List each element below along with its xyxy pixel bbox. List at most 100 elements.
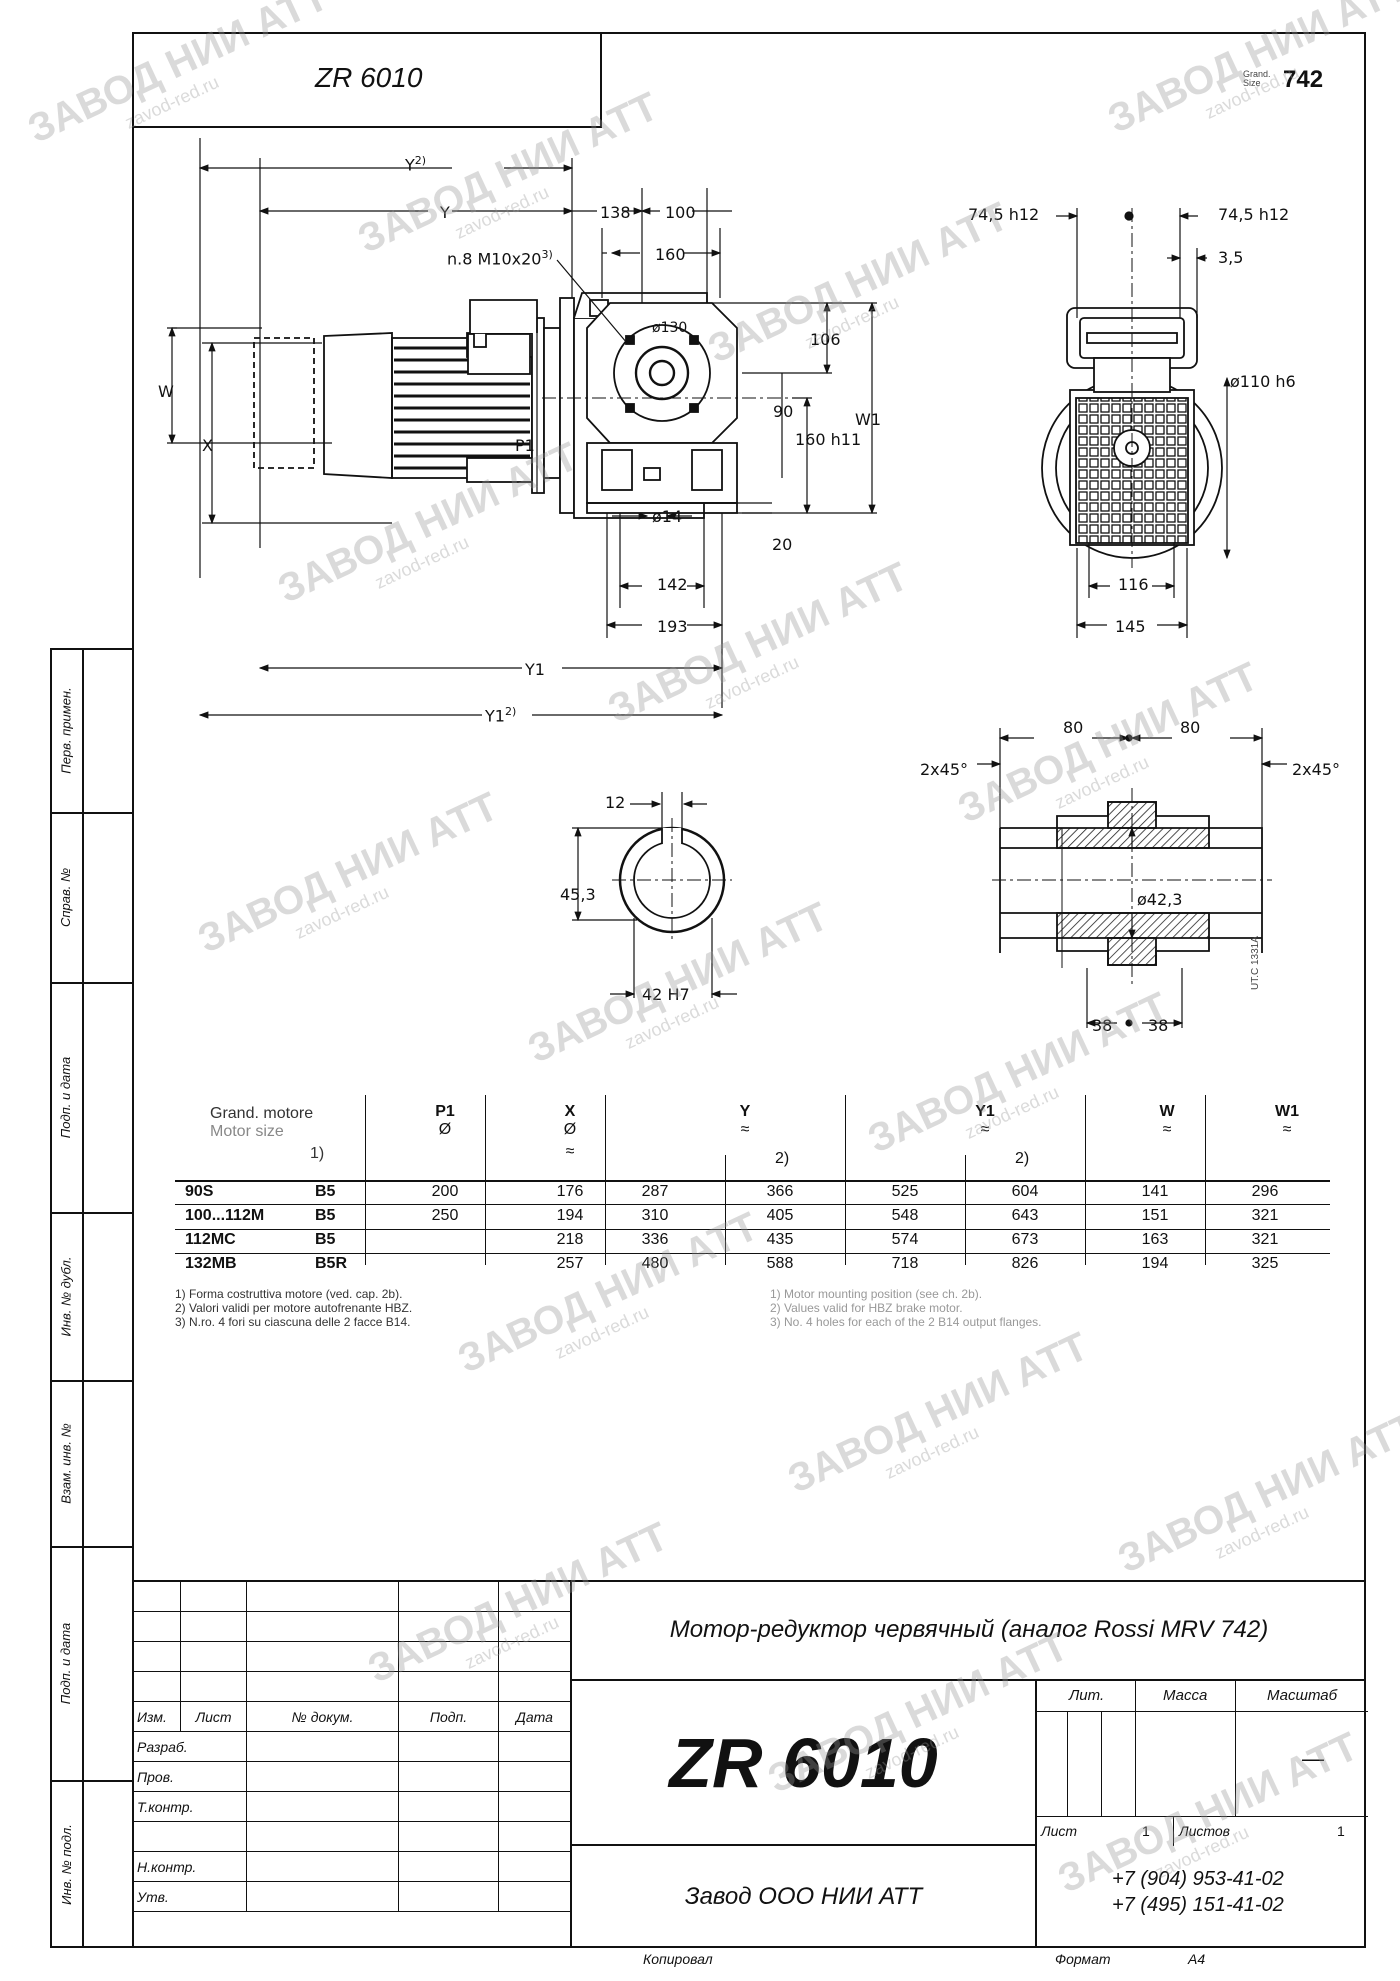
table-row: Т.контр. (132, 1791, 571, 1822)
spec-head-x: X Ø ≈ (563, 1103, 577, 1160)
front-view-dimensions (167, 138, 877, 719)
dim-745-right: 74,5 h12 (1218, 205, 1290, 224)
dim-42h7: 42 H7 (642, 985, 690, 1004)
dim-110: ø110 h6 (1230, 372, 1296, 391)
table-row: Изм. Лист № докум. Подп. Дата (132, 1701, 571, 1732)
table-row: 112MC B5 218 336 435 574 673 163 321 (185, 1231, 1279, 1248)
dim-160: 160 (655, 245, 686, 264)
side-label-inv-dubl: Инв. № дубл. (58, 1256, 74, 1336)
lit-block: Лит. Масса Масштаб — Лист 1 Листов 1 (1035, 1681, 1368, 1846)
description-cell: Мотор-редуктор червячный (аналог Rossi M… (570, 1581, 1366, 1681)
dim-y1: Y1 (525, 660, 545, 679)
side-stamp (50, 648, 134, 1948)
listov-label: Листов (1179, 1823, 1230, 1839)
dim-100: 100 (665, 203, 696, 222)
list-label: Лист (1041, 1823, 1078, 1839)
masshtab-label: Масштаб (1267, 1687, 1338, 1704)
header-code: ZR 6010 (315, 62, 423, 93)
dim-20: 20 (772, 535, 793, 554)
table-row (132, 1581, 571, 1612)
table-row: 132MB B5R 257 480 588 718 826 194 325 (185, 1255, 1279, 1272)
side-view-dimensions (1056, 208, 1231, 638)
dim-38-left: 38 (1092, 1016, 1113, 1035)
table-row: Разраб. (132, 1731, 571, 1762)
company-cell: Завод ООО НИИ АТТ (570, 1846, 1035, 1948)
table-row: Пров. (132, 1761, 571, 1792)
dim-w1: W1 (855, 410, 881, 429)
side-label-sprav: Справ. № (58, 867, 74, 927)
spec-head-y: Y ≈ (739, 1103, 751, 1138)
spec-head-w1: W1 ≈ (1275, 1103, 1299, 1138)
table-row (132, 1671, 571, 1702)
side-label-podp-1: Подп. и дата (58, 1056, 74, 1138)
dim-142: 142 (657, 575, 688, 594)
grand-size-value: 742 (1283, 66, 1324, 93)
dim-12: 12 (605, 793, 626, 812)
spec-table: Grand. motore Motor size 1) P1 Ø X Ø ≈ Y… (175, 1095, 1330, 1329)
dim-14: ø14 (652, 507, 683, 526)
dim-453: 45,3 (560, 885, 596, 904)
list-value: 1 (1142, 1823, 1150, 1839)
spec-head-p1: P1 Ø (435, 1103, 455, 1138)
table-row (132, 1821, 571, 1852)
scale-value: — (1302, 1746, 1324, 1771)
dim-holes: n.8 M10x203) (447, 248, 553, 269)
spec-head-motor: Grand. motore Motor size 1) (210, 1105, 325, 1162)
format-value: A4 (1188, 1951, 1206, 1967)
dim-chamfer-left: 2x45° (920, 760, 969, 779)
spec-rows: 90S B5 200 176 287 366 525 604 141 296 1… (175, 1181, 1330, 1277)
dim-90: 90 (773, 402, 794, 421)
front-view (253, 292, 792, 519)
bore-dimensions (572, 792, 737, 998)
phone-1: +7 (904) 953-41-02 (1112, 1868, 1284, 1890)
dim-116: 116 (1118, 575, 1149, 594)
dim-138: 138 (600, 203, 631, 222)
table-row (132, 1611, 571, 1642)
technical-drawing (167, 138, 1287, 1028)
product-description: Мотор-редуктор червячный (аналог Rossi M… (669, 1616, 1269, 1643)
side-label-vzam: Взам. инв. № (58, 1422, 74, 1504)
spec-head-y-note: 2) (775, 1150, 790, 1167)
code-cell: ZR 6010 (570, 1681, 1035, 1846)
dim-745-left: 74,5 h12 (968, 205, 1040, 224)
notes-english: 1) Motor mounting position (see ch. 2b).… (770, 1287, 1042, 1329)
table-row: 90S B5 200 176 287 366 525 604 141 296 (185, 1183, 1279, 1200)
document-code: ZR 6010 (669, 1723, 938, 1802)
company-name: Завод ООО НИИ АТТ (684, 1883, 923, 1910)
spec-head-w: W ≈ (1159, 1103, 1175, 1138)
shaft-section (992, 788, 1272, 988)
massa-label: Масса (1163, 1687, 1208, 1704)
utc-code: UT.C 1331A (1250, 936, 1261, 990)
dim-130: ø130 (652, 320, 688, 336)
table-row: Н.контр. (132, 1851, 571, 1882)
phone-2: +7 (495) 151-41-02 (1112, 1894, 1284, 1916)
dim-145: 145 (1115, 617, 1146, 636)
phones-cell: +7 (904) 953-41-02 +7 (495) 151-41-02 (1035, 1846, 1366, 1948)
grand-size-label: Grand. Size (1243, 69, 1271, 88)
dim-y1-2: Y12) (485, 705, 517, 726)
signature-table: Изм. Лист № докум. Подп. Дата Разраб. Пр… (132, 1581, 571, 1912)
format-label: Формат (1055, 1951, 1111, 1967)
lit-label: Лит. (1069, 1687, 1105, 1704)
dim-p1: P1 (515, 436, 535, 455)
dim-423: ø42,3 (1137, 890, 1183, 909)
dim-80-left: 80 (1063, 718, 1084, 737)
header-code-box (132, 32, 602, 128)
dim-160h11: 160 h11 (795, 430, 862, 449)
kopiroval-label: Копировал (643, 1951, 713, 1967)
title-block (132, 1580, 1366, 1948)
shaft-section-dimensions (977, 728, 1287, 1028)
side-label-inv-podl: Инв. № подл. (58, 1823, 74, 1905)
dim-x: X (202, 436, 213, 455)
dim-38-right: 38 (1148, 1016, 1169, 1035)
dim-chamfer-right: 2x45° (1292, 760, 1341, 779)
table-row (132, 1641, 571, 1672)
dim-80-right: 80 (1180, 718, 1201, 737)
side-label-podp-2: Подп. и дата (58, 1622, 74, 1704)
table-row: 100...112M B5 250 194 310 405 548 643 15… (185, 1207, 1279, 1224)
listov-value: 1 (1337, 1823, 1345, 1839)
dim-193: 193 (657, 617, 688, 636)
dim-w: W (158, 382, 174, 401)
side-view (1041, 208, 1223, 568)
side-label-perv: Перв. примен. (58, 686, 74, 774)
